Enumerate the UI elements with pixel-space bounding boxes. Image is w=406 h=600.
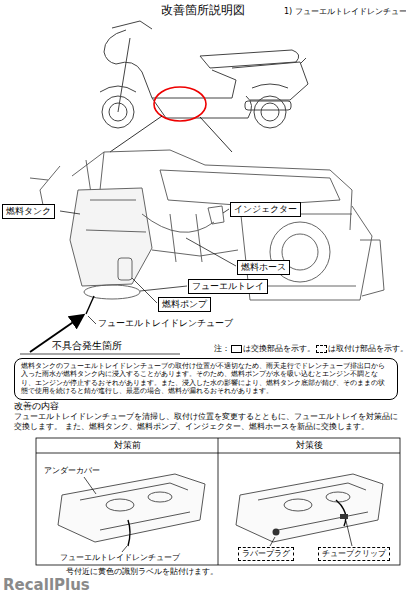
part-callout: フューエルトレイ xyxy=(188,279,268,294)
scooter xyxy=(100,21,308,128)
under-cover-before xyxy=(58,474,205,542)
node-text: チューブクリップ xyxy=(322,549,386,559)
rubber-plug xyxy=(273,529,280,536)
table-header: 対策後 xyxy=(218,440,400,451)
node-text: 燃料タンク xyxy=(6,206,51,217)
legend-note: 注： は交換部品を示す。 は取付け部品を示す。 xyxy=(214,343,406,354)
table-header: 対策前 xyxy=(36,440,218,451)
comparison-table xyxy=(36,438,400,565)
part-label: フューエルトレイドレンチューブ xyxy=(60,553,180,563)
part-callout: 燃料ホース xyxy=(237,260,290,275)
part-label: アンダーカバー xyxy=(44,466,100,476)
zoom-line xyxy=(110,116,232,152)
section-heading: 改善の内容 xyxy=(14,401,59,412)
part-label: フューエルトレイドレンチューブ xyxy=(98,318,233,328)
drain-tube xyxy=(86,296,94,314)
attached-part-symbol xyxy=(316,345,327,353)
explanation-box: 燃料タンクのフューエルトレイドレンチューブの取付け位置が不適切なため、雨天走行で… xyxy=(14,358,398,400)
note-text: 号付近に黄色の識別ラベルを貼付けます。 xyxy=(66,567,218,577)
node-text: 燃料タンクのフューエルトレイドレンチューブの取付け位置が不適切なため、雨天走行で… xyxy=(21,362,391,396)
part-callout: 燃料タンク xyxy=(2,204,55,219)
body-text: フューエルトレイドレンチューブを清掃し、取付け位置を変更するとともに、フューエル… xyxy=(14,412,402,431)
part-callout: ラバープラグ xyxy=(238,547,294,561)
note-text: は取付け部品を示す。 xyxy=(328,343,406,354)
node-text: ラバープラグ xyxy=(242,549,290,559)
node-text: 燃料ホース xyxy=(241,262,286,273)
leader-lines xyxy=(84,477,352,552)
under-cover-after xyxy=(236,474,383,542)
defect-label: 不具合発生箇所 xyxy=(52,340,122,352)
note-text: 注： xyxy=(214,343,230,354)
node-text: フューエルトレイ xyxy=(192,281,264,292)
frame-illustration xyxy=(30,150,384,300)
replaced-part-symbol xyxy=(231,345,242,353)
node-text: 燃料ポンプ xyxy=(162,299,207,310)
watermark: RecallPlus xyxy=(3,576,90,594)
drain-tube xyxy=(128,520,130,546)
drain-tube xyxy=(336,500,346,526)
part-callout: 燃料ポンプ xyxy=(158,297,211,312)
section-heading: 1) フューエルトレイドレンチューブ xyxy=(284,7,406,17)
note-text: は交換部品を示す。 xyxy=(243,343,315,354)
tube-clip xyxy=(340,514,348,519)
node-text: インジェクター xyxy=(234,204,297,215)
part-callout: インジェクター xyxy=(230,202,301,217)
part-callout: チューブクリップ xyxy=(318,547,390,561)
